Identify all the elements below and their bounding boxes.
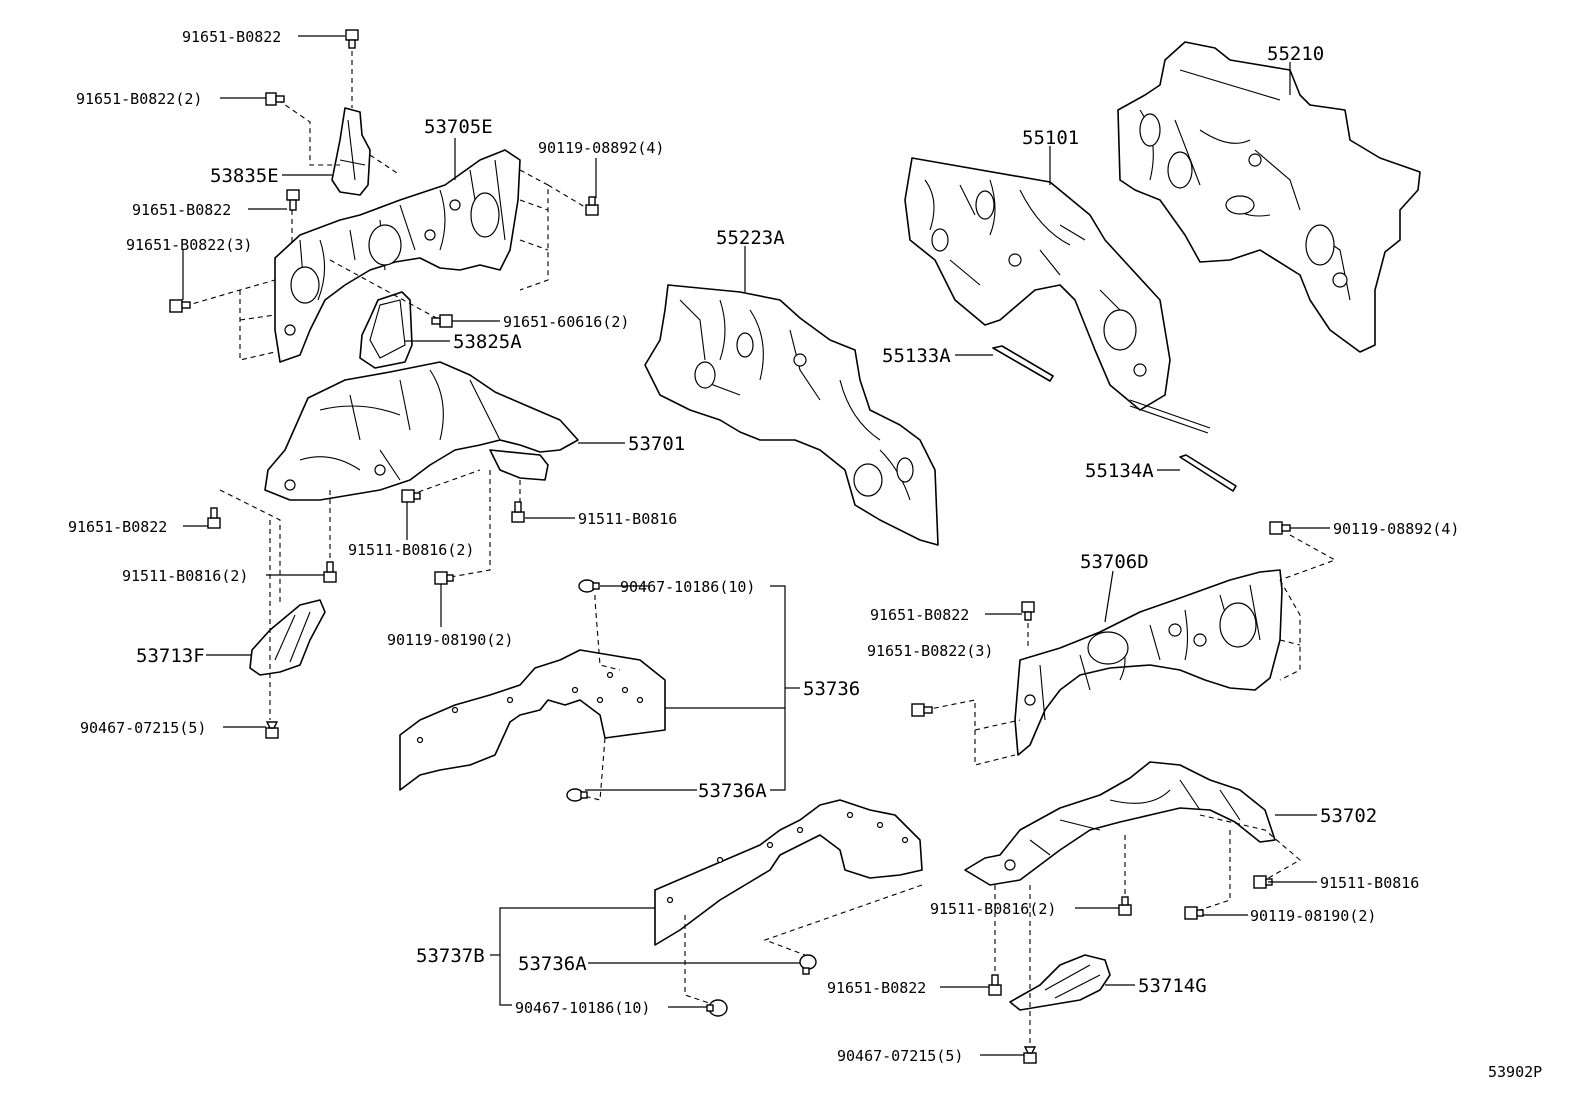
- clip-icon: [799, 954, 817, 975]
- callout-53835e: 53835E: [210, 165, 279, 187]
- callout-90119-08892-4: 90119-08892(4): [538, 139, 664, 157]
- callout-53713f: 53713F: [136, 645, 205, 667]
- part-53835e-bracket: [331, 107, 371, 196]
- part-55133a-seal: [992, 345, 1054, 382]
- clip-icon: [1023, 1046, 1037, 1064]
- callout-90467-10186-10: 90467-10186(10): [620, 578, 755, 596]
- callout-91511-b0816-2: 91511-B0816(2): [122, 567, 248, 585]
- callout-90467-07215-5: 90467-07215(5): [80, 719, 206, 737]
- part-55101-dash-panel: [904, 157, 1211, 434]
- bolt-icon: [988, 974, 1002, 996]
- callout-53736a: 53736A: [698, 780, 767, 802]
- callout-90119-08892-4: 90119-08892(4): [1333, 520, 1459, 538]
- leader-lines: [182, 35, 1330, 1056]
- part-53825a-seal: [359, 291, 413, 369]
- callout-91651-b0822: 91651-B0822: [827, 979, 926, 997]
- clip-icon: [706, 999, 728, 1017]
- part-53706d-apron: [1014, 569, 1283, 756]
- callout-53714g: 53714G: [1138, 975, 1207, 997]
- bolt-icon: [1184, 906, 1204, 920]
- part-53714g-bracket: [1009, 954, 1111, 1011]
- callout-55133a: 55133A: [882, 345, 951, 367]
- callout-53702: 53702: [1320, 805, 1377, 827]
- callout-53736: 53736: [803, 678, 860, 700]
- callout-91651-b0822: 91651-B0822: [68, 518, 167, 536]
- bolt-icon: [585, 196, 599, 216]
- bolt-icon: [286, 189, 300, 211]
- bolt-icon: [1021, 601, 1035, 621]
- clip-icon: [578, 579, 600, 593]
- callout-91651-b0822-3: 91651-B0822(3): [867, 642, 993, 660]
- part-53713f-bracket: [249, 599, 326, 676]
- diagram-id: 53902P: [1488, 1063, 1542, 1081]
- callout-55101: 55101: [1022, 127, 1079, 149]
- callout-55134a: 55134A: [1085, 460, 1154, 482]
- part-55134a-seal: [1179, 454, 1237, 492]
- callout-90119-08190-2: 90119-08190(2): [387, 631, 513, 649]
- callout-90467-10186-10: 90467-10186(10): [515, 999, 650, 1017]
- callout-53705e: 53705E: [424, 116, 493, 138]
- part-53737b-shield: [654, 799, 923, 946]
- callout-91651-b0822: 91651-B0822: [182, 28, 281, 46]
- callout-90467-07215-5: 90467-07215(5): [837, 1047, 963, 1065]
- callout-91651-b0822: 91651-B0822: [870, 606, 969, 624]
- bolt-icon: [265, 92, 285, 106]
- bolt-icon: [911, 703, 933, 717]
- callout-53701: 53701: [628, 433, 685, 455]
- callout-91651-60616-2: 91651-60616(2): [503, 313, 629, 331]
- bolt-icon: [345, 29, 359, 49]
- bolt-icon: [323, 561, 337, 583]
- callout-91511-b0816: 91511-B0816: [578, 510, 677, 528]
- bolt-icon: [401, 489, 421, 503]
- bolt-icon: [431, 314, 453, 328]
- callout-91511-b0816: 91511-B0816: [1320, 874, 1419, 892]
- bolt-icon: [434, 571, 454, 585]
- bolt-icon: [1269, 521, 1291, 535]
- bolt-icon: [1118, 896, 1132, 916]
- callout-91511-b0816-2: 91511-B0816(2): [930, 900, 1056, 918]
- callout-91651-b0822-3: 91651-B0822(3): [126, 236, 252, 254]
- callout-91651-b0822: 91651-B0822: [132, 201, 231, 219]
- callout-53736a: 53736A: [518, 953, 587, 975]
- assembly-lines: [184, 42, 1337, 1050]
- part-53702-liner: [964, 761, 1276, 886]
- fasteners: [169, 29, 1291, 1064]
- part-53701-liner: [264, 361, 579, 501]
- callout-53737b: 53737B: [416, 945, 485, 967]
- part-53736-shield: [399, 649, 666, 791]
- callout-90119-08190-2: 90119-08190(2): [1250, 907, 1376, 925]
- callout-labels: 91651-B0822 91651-B0822(2) 53705E 90119-…: [68, 28, 1542, 1081]
- callout-53825a: 53825A: [453, 331, 522, 353]
- callout-55223a: 55223A: [716, 227, 785, 249]
- part-55223a-silencer: [644, 284, 939, 546]
- callout-91511-b0816-2: 91511-B0816(2): [348, 541, 474, 559]
- callout-53706d: 53706D: [1080, 551, 1149, 573]
- part-53705e-apron: [274, 149, 521, 363]
- bolt-icon: [511, 501, 525, 523]
- clip-icon: [566, 788, 588, 802]
- bolt-icon: [169, 299, 191, 313]
- clip-icon: [265, 721, 279, 739]
- callout-55210: 55210: [1267, 43, 1324, 65]
- part-55210-dash-insulator: [1117, 41, 1421, 353]
- bolt-icon: [207, 507, 221, 529]
- callout-91651-b0822-2: 91651-B0822(2): [76, 90, 202, 108]
